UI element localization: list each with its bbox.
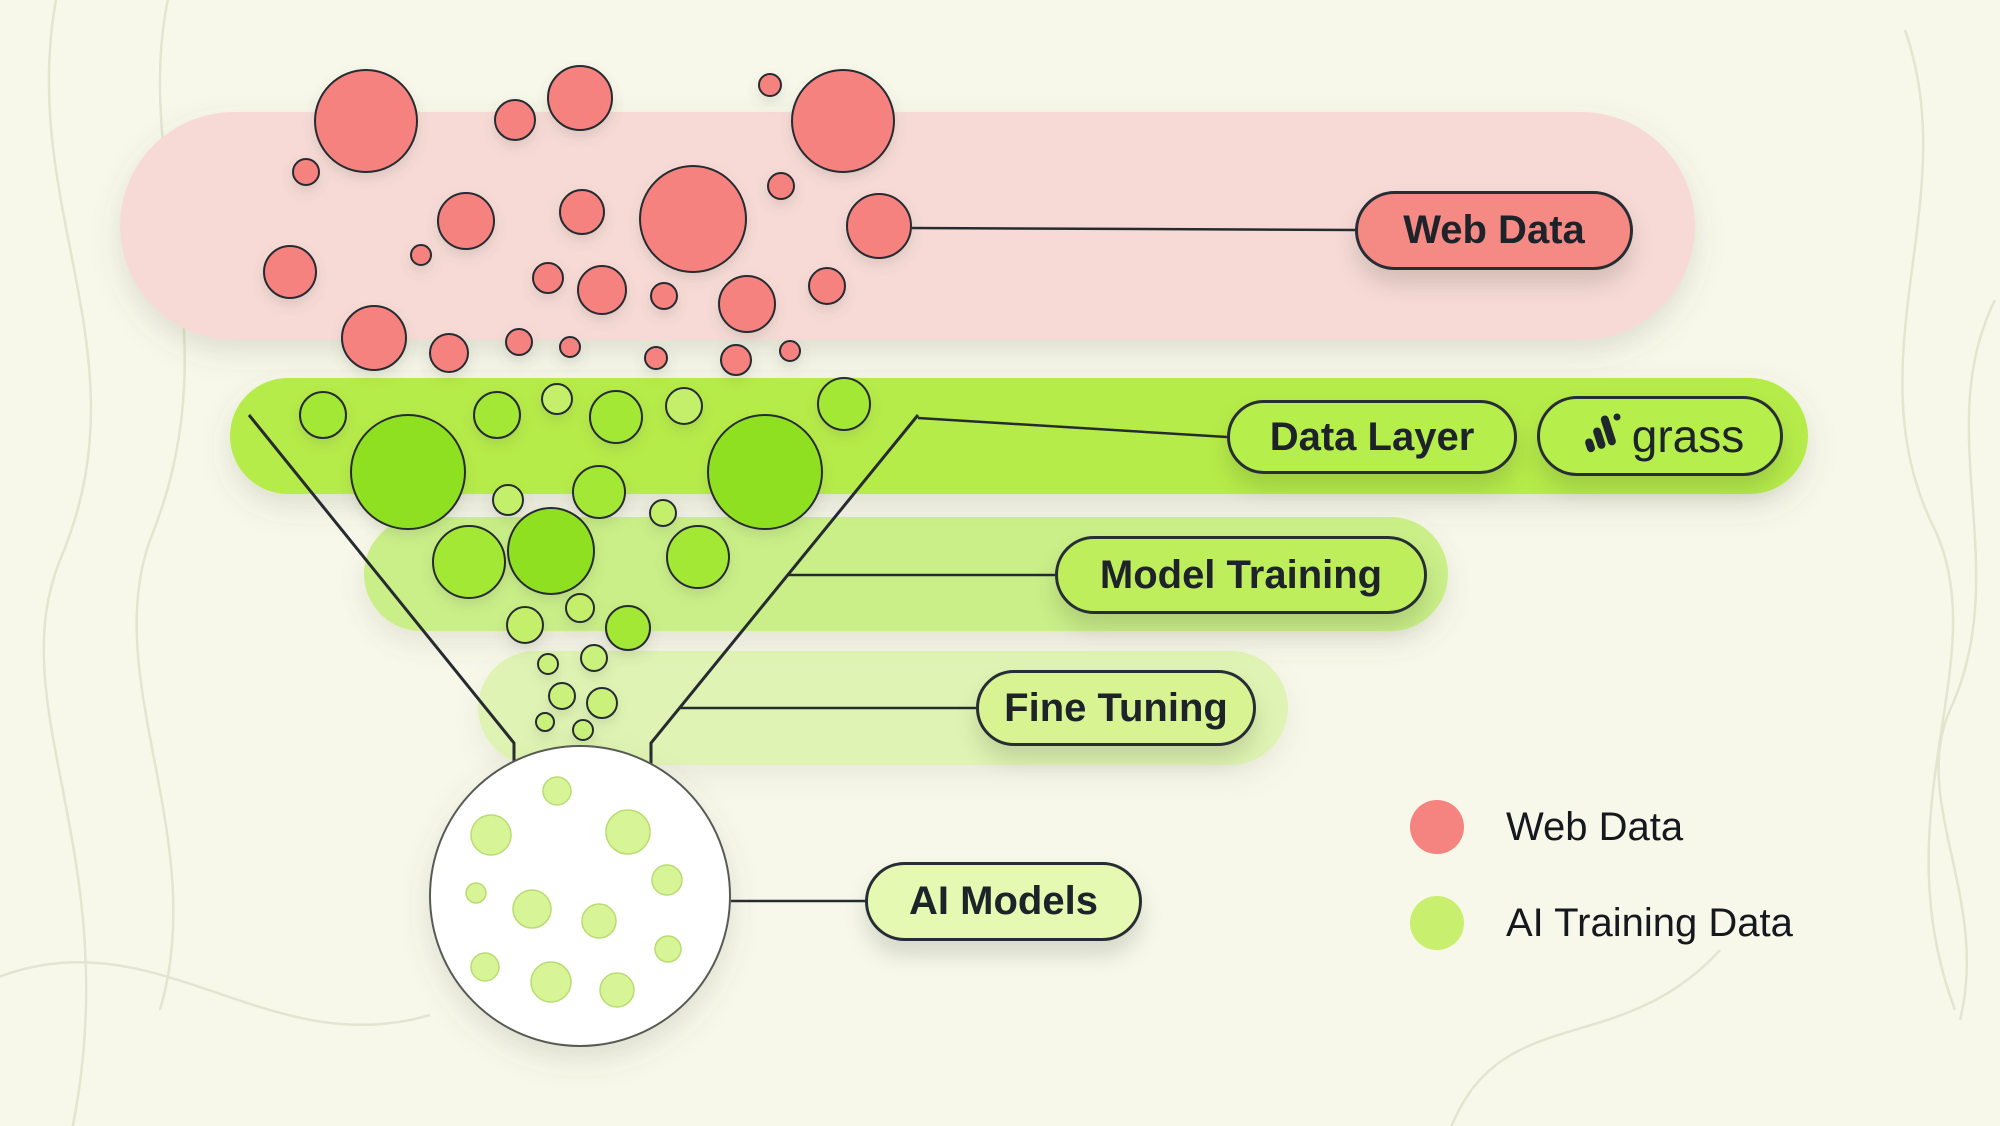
legend: Web Data AI Training Data: [1408, 798, 1793, 952]
legend-ai-training-label: AI Training Data: [1506, 900, 1793, 945]
connector-lines: [680, 226, 1356, 903]
ai-model-dots: [465, 776, 683, 1008]
model-training-label: Model Training: [1099, 552, 1383, 597]
web-data-bubbles: [263, 65, 912, 376]
web-data-label: Web Data: [1403, 208, 1585, 252]
data-layer-connector: [917, 416, 1228, 439]
fine-tuning-label: Fine Tuning: [1004, 685, 1228, 730]
fine-tuning-label-pill: Fine Tuning: [976, 670, 1256, 746]
grass-brand-label: grass: [1631, 410, 1745, 462]
ai-models-label-pill: AI Models: [865, 862, 1142, 941]
legend-ai-training-swatch: [1410, 896, 1464, 950]
grass-brand-pill: grass: [1537, 396, 1783, 476]
ai-models-label: AI Models: [909, 879, 1098, 923]
legend-web-data-swatch: [1410, 800, 1464, 854]
legend-item-web-data: Web Data: [1408, 798, 1793, 856]
web-data-connector: [911, 226, 1356, 232]
ai-models-circle: [429, 745, 731, 1047]
data-layer-label-pill: Data Layer: [1227, 400, 1517, 474]
training-data-bubbles: [299, 377, 871, 741]
legend-item-ai-training-data: AI Training Data: [1408, 894, 1793, 952]
grass-logo-icon: [1576, 408, 1622, 465]
web-data-label-pill: Web Data: [1355, 191, 1633, 270]
model-training-label-pill: Model Training: [1055, 536, 1427, 614]
data-layer-label: Data Layer: [1269, 414, 1475, 459]
legend-web-data-label: Web Data: [1506, 804, 1684, 849]
